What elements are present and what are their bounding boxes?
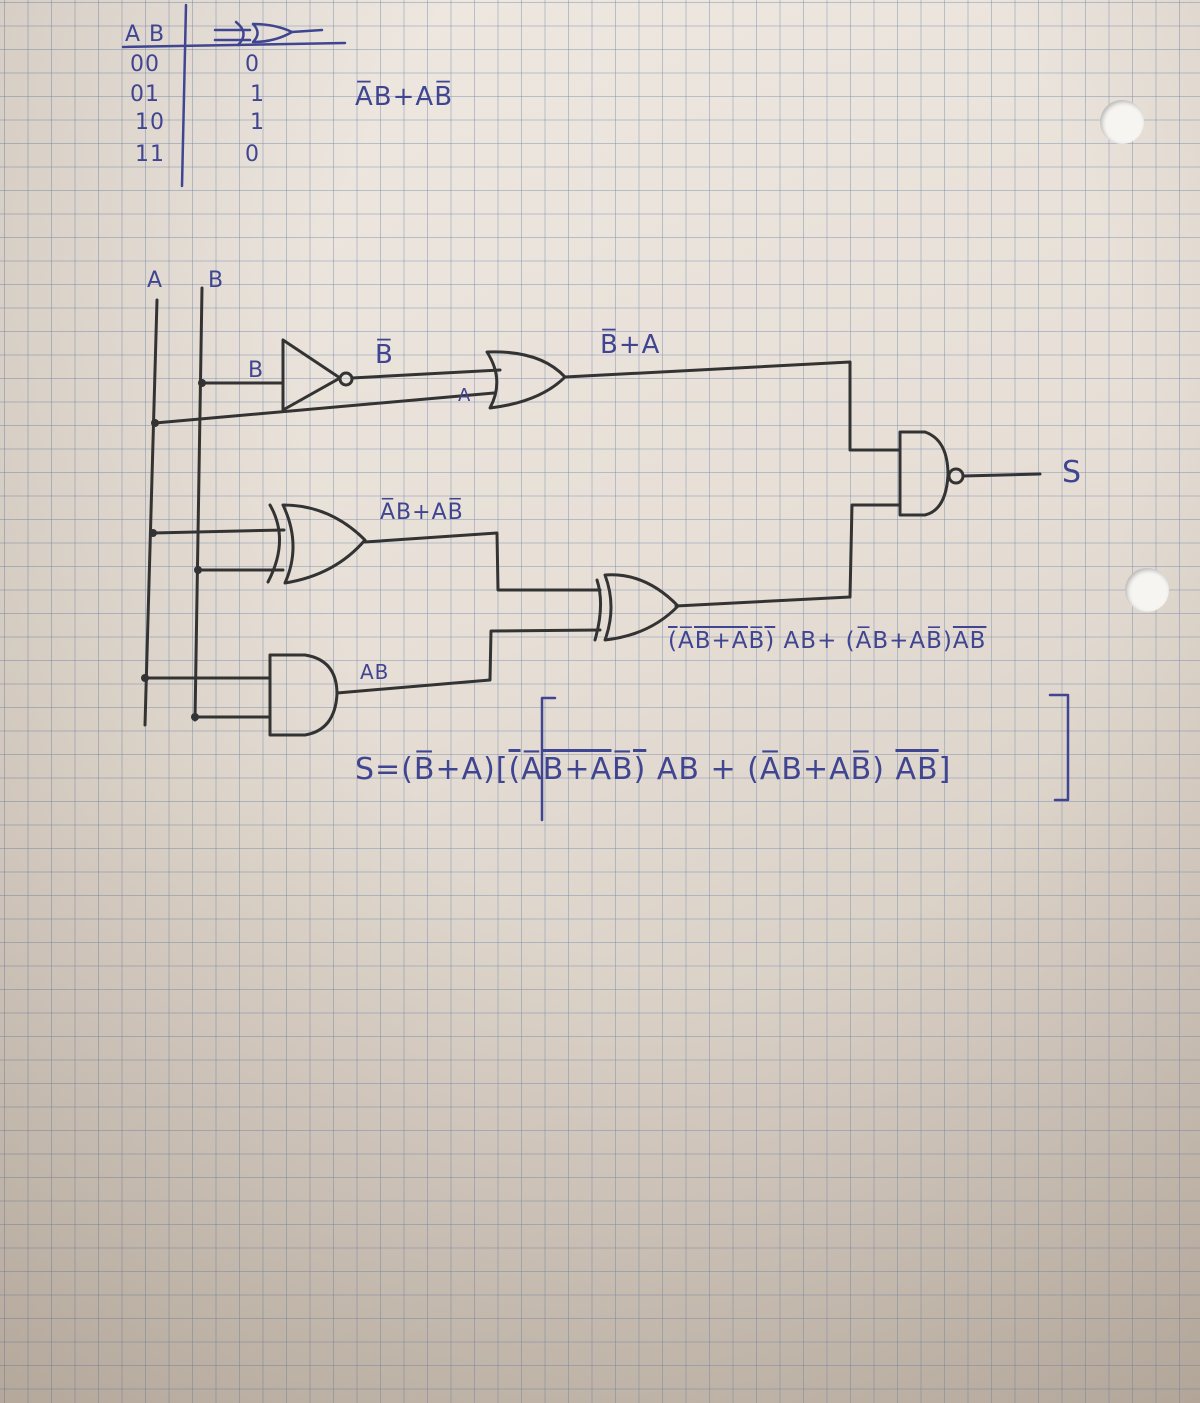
or-gate [485, 350, 567, 410]
term: (A̅B+AB̅) [747, 752, 896, 787]
negated-term: AB [895, 752, 939, 787]
term: AB+ [775, 628, 846, 654]
xor-output-label: A̅B+AB̅ [380, 500, 464, 525]
negated-term: (A̅B+AB̅) [508, 752, 647, 787]
or-input-a-label: A [458, 385, 472, 406]
term: (A̅B+AB̅) [845, 628, 953, 654]
negated-term: AB [952, 628, 987, 654]
input-a-label: A [147, 268, 164, 293]
xor-gate-1 [281, 503, 367, 585]
truth-table-row-output: 0 [245, 142, 260, 167]
xor-gate-icon [213, 20, 324, 47]
negated-term: (A̅B+AB̅) [668, 628, 776, 654]
not-output-label: B̅ [375, 340, 394, 370]
not-bubble [338, 371, 354, 387]
or-output-label: B̅+A [600, 330, 661, 360]
equation-brackets [540, 693, 1070, 822]
punch-hole [1125, 568, 1169, 612]
final-equation: S=(B̅+A)[(A̅B+AB̅) AB + (A̅B+AB̅) AB] [355, 752, 951, 787]
punch-hole [1100, 100, 1144, 144]
truth-table-row-output: 1 [250, 82, 265, 107]
and-output-label: AB [360, 660, 390, 684]
term: AB + [646, 752, 748, 787]
truth-table-row-inputs: 00 [130, 52, 160, 77]
nand-gate [898, 430, 950, 517]
truth-table-row-output: 0 [245, 52, 260, 77]
truth-table-row-inputs: 10 [135, 110, 165, 135]
truth-table-row-inputs: 01 [130, 82, 160, 107]
xor-gate-2 [603, 573, 680, 642]
and-gate [268, 653, 339, 737]
not-gate [281, 338, 342, 412]
equation-close: ] [938, 752, 952, 787]
nand-bubble [947, 467, 965, 485]
xor2-output-label: (A̅B+AB̅) AB+ (A̅B+AB̅)AB [668, 628, 986, 654]
truth-table-header: A B [125, 22, 166, 47]
not-input-label: B [248, 358, 265, 383]
truth-table-row-output: 1 [250, 110, 265, 135]
truth-table-row-inputs: 11 [135, 142, 165, 167]
wires [143, 286, 1042, 737]
xor-expression: A̅B+AB̅ [355, 82, 454, 112]
equation-lhs: S=(B̅+A)[ [355, 752, 509, 787]
truth-table-lines [121, 3, 347, 188]
input-b-label: B [208, 268, 225, 293]
junction-dots [141, 379, 206, 721]
output-s-label: S [1062, 455, 1083, 490]
